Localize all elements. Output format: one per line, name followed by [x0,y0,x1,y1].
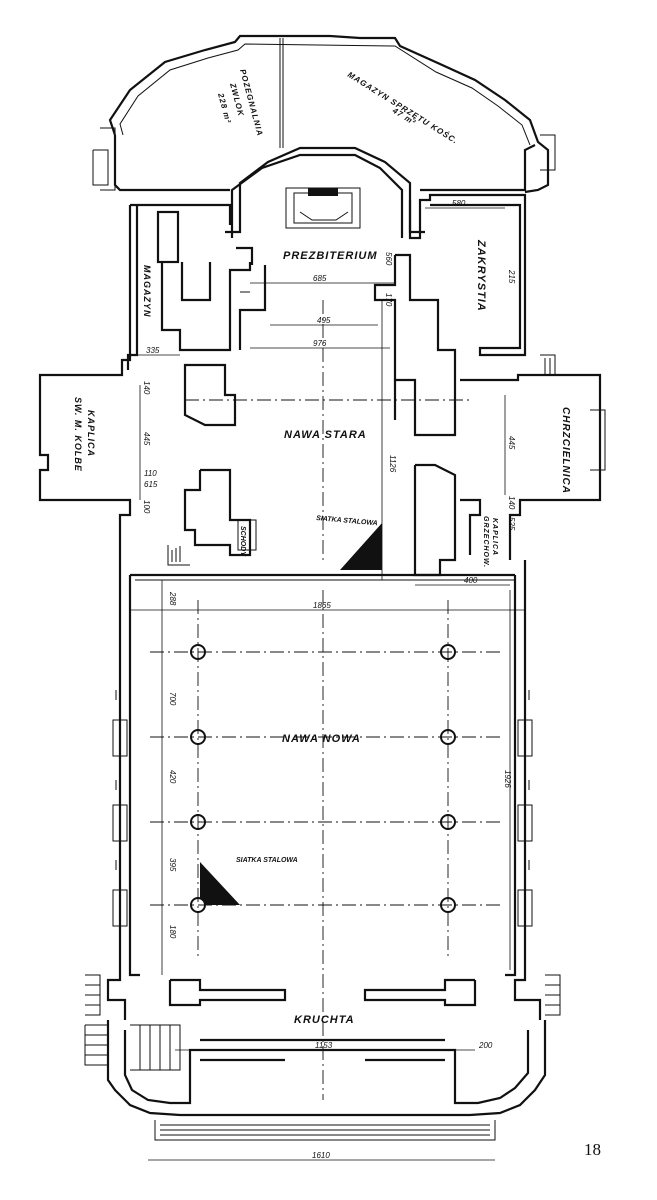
room-label-nawa-nowa: NAWA NOWA [282,733,361,745]
dim-label: 580 [452,199,466,208]
room-label-chrzcielnica: CHRZCIELNICA [560,407,571,494]
steel-mesh-label-upper: SIATKA STALOWA [316,515,378,527]
room-label-magazyn: MAGAZYN [142,265,152,318]
room-label-prezbiterium: PREZBITERIUM [283,250,378,262]
dim-label: 976 [313,339,327,348]
dim-label: 1865 [313,601,331,610]
dim-label: 495 [317,316,331,325]
room-label-kaplica-grzech-name: GRZECHOW. [482,516,489,568]
room-label-kaplica-kolbe-name: SW. M. KOLBE [73,397,83,472]
dim-label: 140 [142,381,151,395]
dim-label: 1926 [503,770,512,788]
dim-label: 100 [142,500,151,514]
apse-walls [225,146,425,238]
dim-label: 615 [144,480,158,489]
dim-label: 560 [384,252,393,266]
dimension-lines [130,207,525,1161]
dim-label: 180 [168,925,177,939]
dim-label: 170 [384,293,393,307]
top-annex-walls [92,34,556,194]
room-label-kaplica-grzech: KAPLICA [491,518,498,556]
axis-lines [150,300,500,1100]
dim-label: 215 [507,269,516,284]
dim-label: 1126 [388,455,397,473]
new-nave-walls [106,560,542,1020]
steel-mesh-label-lower: SIATKA STALOWA [236,857,298,864]
steel-mesh-hatch-lower [200,862,240,905]
nave-columns [190,644,456,913]
room-label-kruchta: KRUCHTA [294,1014,355,1026]
old-nave-right-walls [373,193,606,577]
dim-label: 445 [507,436,516,450]
dim-label: 110 [144,469,157,478]
dim-label: 1610 [312,1151,330,1160]
dim-label: 288 [168,591,177,606]
room-label-magazyn-sprzetu: MAGAZYN SPRZĘTU KOŚC. [346,70,460,146]
room-label-pozegnalnia-area: 228 m² [216,91,233,125]
dim-label: 525 [507,517,516,531]
dim-label: 200 [478,1041,493,1050]
stairs-label: SCHODY [239,526,246,557]
room-label-nawa-stara: NAWA STARA [284,429,367,441]
steel-mesh-hatch-upper [340,523,382,570]
dim-label: 400 [464,576,478,585]
dim-label: 685 [313,274,327,283]
dim-label: 420 [168,770,177,784]
entrance-walls [84,974,561,1141]
dim-label: 335 [146,346,160,355]
old-nave-walls [38,203,267,566]
room-label-zakrystia: ZAKRYSTIA [475,239,487,312]
room-label-kaplica-kolbe: KAPLICA [86,410,96,457]
dim-label: 700 [168,692,177,706]
dim-label: 140 [507,496,516,510]
dim-label: 1153 [315,1041,333,1050]
page-number: 18 [584,1140,601,1159]
dim-label: 445 [142,432,151,446]
dim-label: 395 [168,858,177,872]
